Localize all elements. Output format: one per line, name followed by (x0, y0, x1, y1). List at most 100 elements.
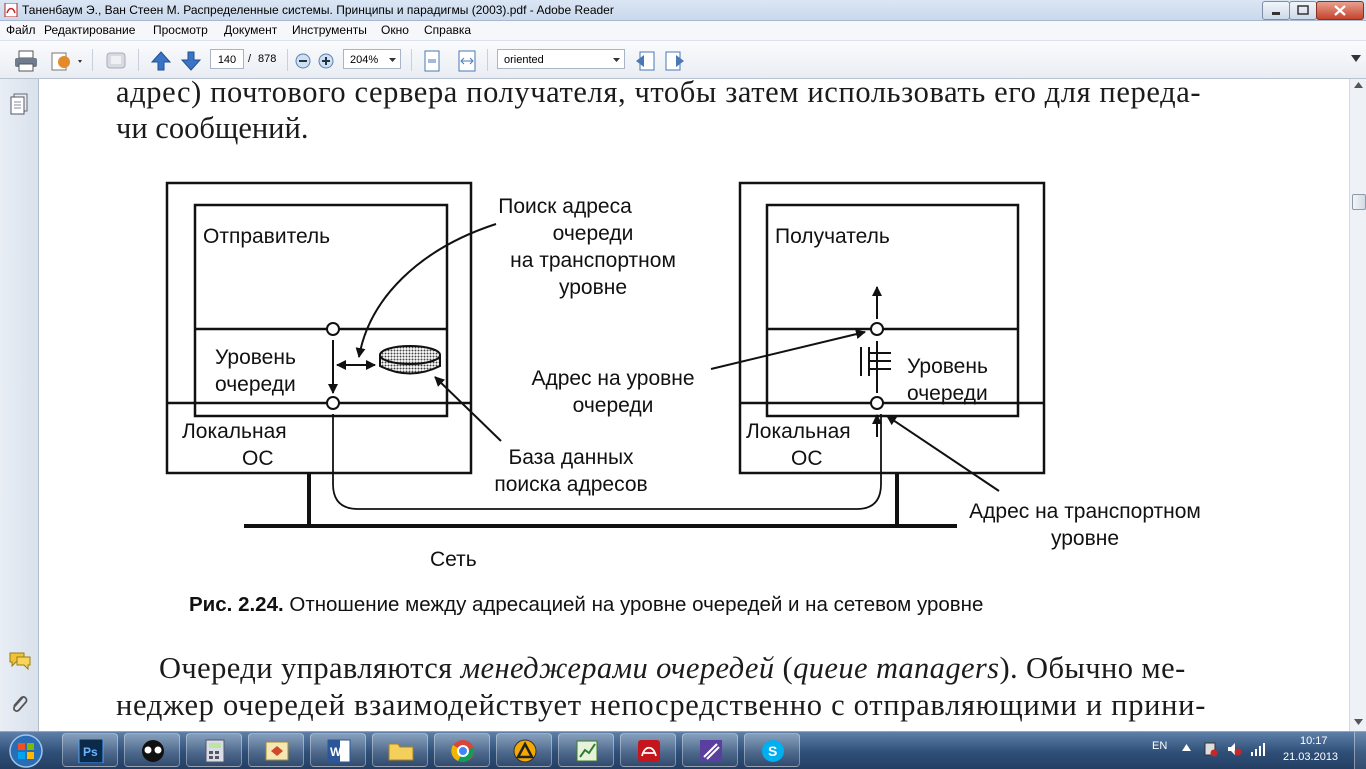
volume-muted-icon[interactable] (1226, 741, 1242, 757)
fit-page-icon[interactable] (423, 50, 441, 72)
svg-text:S: S (768, 743, 777, 759)
tray-expand-icon[interactable] (1182, 744, 1191, 751)
title-bar: Таненбаум Э., Ван Стеен М. Распределенны… (0, 0, 1366, 21)
taskbar-spreadsheet[interactable] (558, 733, 614, 767)
receiver-label: Получатель (775, 225, 890, 248)
pages-icon[interactable] (9, 93, 29, 115)
taskbar-acrobat[interactable] (620, 733, 676, 767)
scroll-thumb[interactable] (1352, 194, 1366, 210)
sender-label: Отправитель (203, 225, 330, 248)
taskbar-calculator[interactable] (186, 733, 242, 767)
comments-icon[interactable] (9, 651, 31, 671)
daemon-tools-icon (513, 739, 537, 763)
page-separator: / (248, 53, 252, 65)
fit-width-icon[interactable] (456, 50, 478, 72)
clock-time[interactable]: 10:17 (1300, 735, 1328, 747)
lookup-label: Поиск адреса (498, 195, 632, 218)
sender-app-box (193, 203, 449, 418)
para-text: Очереди управляются (159, 651, 461, 685)
document-text-line: чи сообщений. (116, 111, 309, 145)
spreadsheet-icon (576, 740, 598, 762)
local-os-label-right-2: ОС (791, 447, 823, 470)
find-value: oriented (504, 54, 544, 66)
para-text: ( (774, 651, 794, 685)
transport-address-label-2: уровне (1051, 527, 1119, 550)
taskbar-daemon-tools[interactable] (496, 733, 552, 767)
close-button[interactable] (1316, 1, 1364, 20)
lookup-label-2: очереди (553, 222, 634, 245)
taskbar-photoshop[interactable]: Ps (62, 733, 118, 767)
network-signal-icon[interactable] (1250, 741, 1266, 757)
taskbar-ide[interactable] (682, 733, 738, 767)
database-label: База данных (508, 446, 634, 469)
taskbar-word[interactable]: W (310, 733, 366, 767)
local-os-label-left: Локальная (182, 420, 287, 443)
queue-level-label-left-2: очереди (215, 373, 296, 396)
tray-device-icon[interactable] (1202, 741, 1218, 757)
network-label: Сеть (430, 548, 477, 571)
sender-machine-box (165, 181, 473, 475)
taskbar-mascot[interactable] (124, 733, 180, 767)
connector-node (870, 322, 884, 336)
caption-bold: Рис. 2.24. (189, 593, 284, 616)
adobe-reader-icon (4, 3, 18, 17)
language-indicator[interactable]: EN (1152, 740, 1168, 752)
caption-text: Отношение между адресацией на уровне оче… (284, 593, 984, 616)
toolbar-collapse-icon[interactable] (1351, 55, 1361, 63)
menu-view[interactable]: Просмотр (153, 23, 208, 37)
calculator-icon (205, 739, 225, 763)
document-view[interactable]: адрес) почтового сервера получателя, что… (39, 79, 1349, 731)
image-editor-icon (265, 741, 289, 761)
receiver-machine-box (738, 181, 1046, 475)
clock-date[interactable]: 21.03.2013 (1283, 751, 1339, 763)
menu-document[interactable]: Документ (224, 23, 278, 37)
scroll-up-icon[interactable] (1354, 82, 1363, 88)
zoom-out-icon[interactable] (295, 50, 311, 72)
maximize-button[interactable] (1289, 1, 1317, 20)
show-desktop-button[interactable] (1354, 732, 1366, 769)
svg-text:Ps: Ps (83, 745, 98, 759)
taskbar-image-editor[interactable] (248, 733, 304, 767)
connector-node (870, 396, 884, 410)
database-label-2: поиска адресов (494, 473, 647, 496)
taskbar-chrome[interactable] (434, 733, 490, 767)
print-icon[interactable] (14, 50, 38, 72)
attachment-icon[interactable] (9, 691, 29, 715)
zoom-in-icon[interactable] (318, 50, 334, 72)
start-orb-icon[interactable] (8, 734, 44, 768)
taskbar-file-manager[interactable] (372, 733, 428, 767)
menu-edit[interactable]: Редактирование (44, 23, 136, 37)
queue-address-label: Адрес на уровне (531, 367, 694, 390)
previous-page-icon[interactable] (150, 50, 172, 72)
connector-node (326, 396, 340, 410)
zoom-select[interactable]: 204% (343, 49, 401, 69)
menu-help[interactable]: Справка (424, 23, 472, 37)
chevron-down-icon (613, 58, 620, 62)
skype-icon: S (762, 740, 784, 762)
find-next-icon[interactable] (664, 50, 686, 72)
acrobat-icon (638, 740, 660, 762)
taskbar-skype[interactable]: S (744, 733, 800, 767)
mascot-icon (142, 740, 164, 762)
queue-level-label-right-2: очереди (907, 382, 988, 405)
find-previous-icon[interactable] (634, 50, 656, 72)
menu-tools[interactable]: Инструменты (292, 23, 367, 37)
next-page-icon[interactable] (180, 50, 202, 72)
find-input[interactable]: oriented (497, 49, 625, 69)
scroll-down-icon[interactable] (1354, 719, 1363, 725)
read-mode-icon[interactable] (104, 50, 130, 72)
lookup-label-3: на транспортном (510, 249, 676, 272)
taskbar: Ps W S EN 10:17 21.03.2013 (0, 731, 1366, 769)
para-text: ). Обычно ме- (999, 651, 1186, 685)
vertical-scrollbar[interactable] (1349, 79, 1366, 731)
menu-file[interactable]: Файл (6, 23, 36, 37)
database-icon (379, 345, 441, 375)
window-title: Таненбаум Э., Ван Стеен М. Распределенны… (22, 3, 614, 17)
photoshop-icon: Ps (78, 739, 104, 763)
page-number-input[interactable]: 140 (210, 49, 244, 69)
document-text-line: неджер очередей взаимодействует непосред… (116, 688, 1207, 722)
minimize-button[interactable] (1262, 1, 1290, 20)
share-icon[interactable] (50, 50, 84, 72)
word-icon: W (327, 739, 351, 763)
menu-window[interactable]: Окно (381, 23, 409, 37)
